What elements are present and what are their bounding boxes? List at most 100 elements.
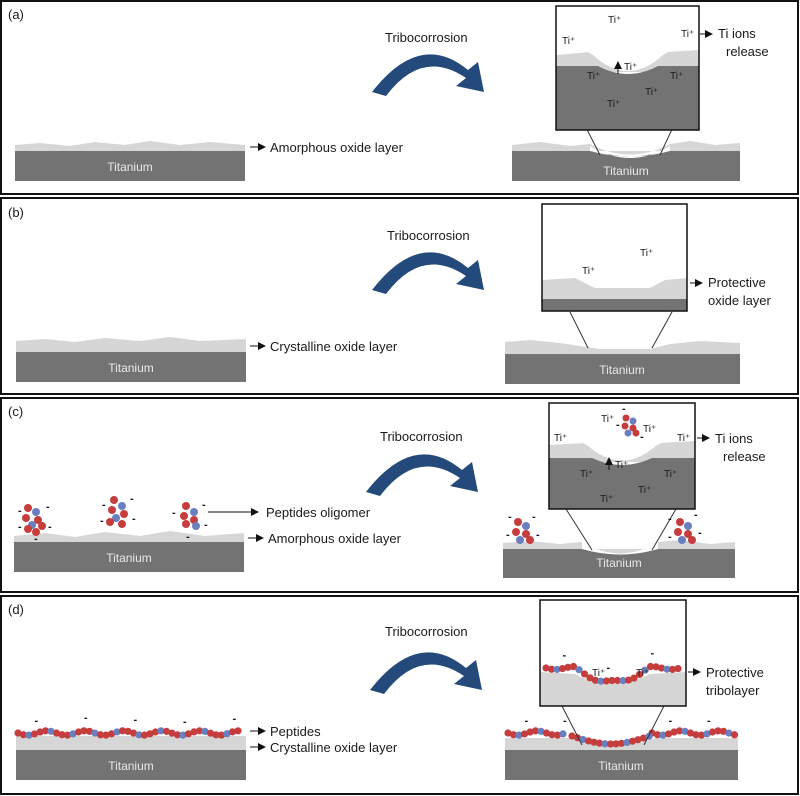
ti-ion: Ti⁺	[580, 469, 593, 480]
titanium-label-right: Titanium	[598, 759, 644, 773]
peptide-label: Peptides oligomer	[266, 505, 371, 520]
peptide-bead	[613, 676, 622, 685]
peptide-bead	[118, 727, 127, 735]
peptide-bead	[80, 727, 88, 735]
ti-ion: Ti⁺	[664, 469, 677, 480]
ti-ion: Ti⁺	[681, 29, 694, 40]
peptide-bead	[601, 740, 609, 748]
zoom-box-frame	[541, 203, 688, 312]
peptide-bead	[36, 728, 44, 736]
peptide-bead	[639, 734, 648, 742]
peptide-bead	[714, 727, 722, 735]
peptide-bead	[179, 731, 187, 739]
negative-charge: -	[563, 715, 567, 727]
svg-text:-: -	[622, 403, 626, 415]
peptide-bead	[708, 728, 717, 736]
peptide-chain: -----	[14, 712, 242, 739]
svg-text:-: -	[48, 521, 52, 533]
oxide-layer-label: Crystalline oxide layer	[270, 339, 398, 354]
peptide-bead	[41, 727, 50, 735]
negative-charge: -	[607, 662, 611, 674]
panel-a-border	[0, 0, 799, 195]
peptide-bead	[580, 670, 589, 678]
ti-ion: Ti⁺	[600, 494, 613, 505]
ti-ion: Ti⁺	[587, 71, 600, 82]
peptide-bead	[85, 727, 94, 735]
zoom-label-line1: Ti ions	[718, 26, 756, 41]
negative-charge: -	[134, 714, 138, 726]
peptide-oligomer: -- ---	[18, 501, 52, 545]
peptide-bead	[504, 729, 512, 737]
peptide-bead	[652, 663, 660, 671]
peptide-bead	[719, 727, 728, 735]
peptide-bead	[595, 739, 604, 747]
ti-ion: Ti⁺	[636, 668, 649, 679]
peptide-bead	[697, 731, 706, 739]
ti-ion: Ti⁺	[601, 414, 614, 425]
peptide-bead	[634, 736, 642, 744]
peptide-bead	[74, 728, 83, 736]
peptide-bead	[212, 731, 220, 739]
zoom-box-frame	[539, 599, 687, 707]
peptide-bead	[591, 676, 600, 684]
peptide-bead	[575, 666, 583, 674]
peptide-bead	[195, 727, 204, 735]
peptide-bead	[590, 738, 598, 746]
svg-text:-: -	[202, 499, 206, 511]
peptide-bead	[157, 727, 165, 735]
peptide-bead	[558, 665, 567, 673]
peptide-oligomer: -- --	[506, 511, 540, 544]
zoom-label-line2: tribolayer	[706, 683, 760, 698]
panel-d-border	[0, 595, 799, 795]
titanium-substrate	[505, 354, 740, 384]
panel-a-label: (a)	[8, 7, 24, 22]
titanium-substrate	[16, 750, 246, 780]
peptide-bead	[681, 727, 689, 735]
svg-text:-: -	[172, 507, 176, 519]
peptide-bead	[217, 731, 226, 739]
negative-charge: -	[35, 715, 39, 727]
peptide-bead	[686, 729, 695, 737]
panel-c-label: (c)	[8, 404, 23, 419]
oxide-layer	[14, 531, 244, 542]
titanium-label: Titanium	[107, 160, 153, 174]
peptide-bead	[124, 727, 132, 735]
zoom-inset	[542, 204, 687, 311]
wear-track	[590, 146, 670, 158]
titanium-label: Titanium	[108, 361, 154, 375]
titanium-substrate	[505, 750, 738, 780]
peptide-bead	[113, 728, 121, 736]
peptide-bead	[641, 666, 649, 674]
oxide-layer-worn	[503, 540, 735, 554]
svg-text:-: -	[18, 521, 22, 533]
peptide-bead	[635, 670, 644, 679]
peptide-bead	[63, 731, 72, 739]
peptide-bead	[623, 738, 631, 746]
ti-ion: Ti⁺	[582, 266, 595, 277]
peptide-bead	[151, 728, 160, 736]
peptide-bead	[234, 727, 242, 735]
svg-text:-: -	[186, 531, 190, 543]
ti-ion: Ti⁺	[607, 99, 620, 110]
peptide-bead	[608, 676, 616, 685]
peptide-bead	[692, 731, 700, 739]
peptide-oligomer: -- --	[668, 509, 702, 544]
tribocorrosion-label: Tribocorrosion	[387, 228, 470, 243]
panel-d-label: (d)	[8, 602, 24, 617]
peptide-bead	[617, 739, 626, 747]
peptide-bead	[584, 737, 593, 745]
peptide-bead	[201, 727, 209, 735]
peptide-bead	[531, 727, 540, 735]
svg-text:-: -	[204, 519, 208, 531]
peptide-bead	[559, 730, 567, 738]
peptide-bead	[675, 727, 684, 735]
svg-text:-: -	[668, 531, 672, 543]
negative-charge: -	[233, 713, 237, 725]
peptide-bead	[597, 677, 605, 685]
titanium-substrate	[15, 151, 245, 181]
peptide-bead	[542, 664, 550, 672]
peptide-bead	[184, 730, 193, 738]
peptide-bead	[228, 728, 237, 736]
tribocorrosion-arrow	[372, 252, 484, 294]
